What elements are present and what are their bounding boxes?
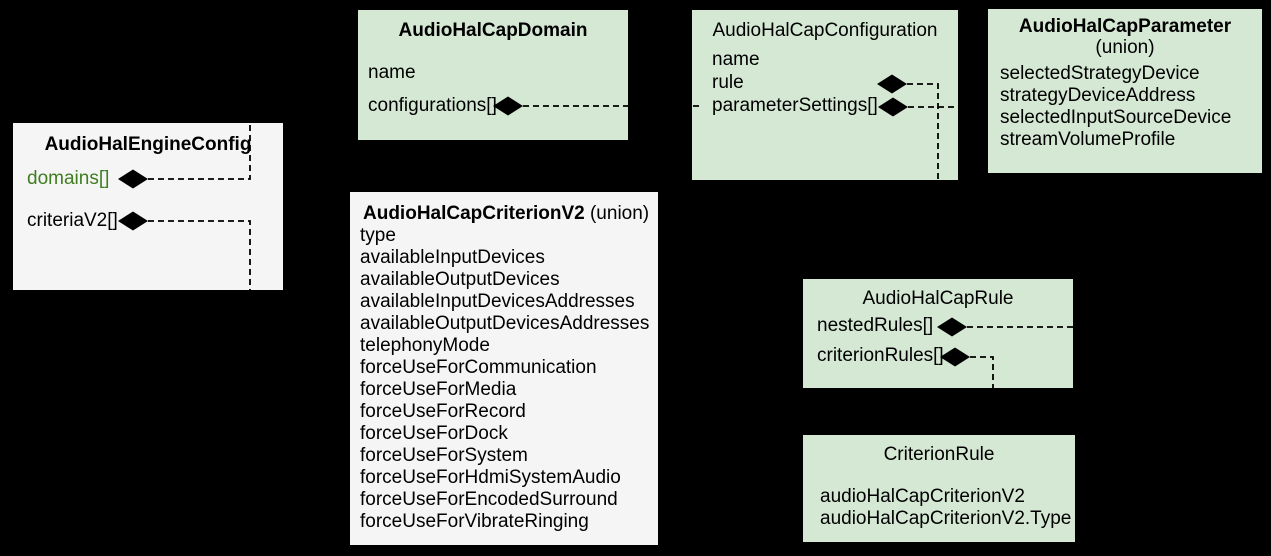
field-critv2-availableOutputDevices: availableOutputDevices [360, 269, 560, 290]
engine-title: AudioHalEngineConfig [44, 134, 252, 155]
field-critv2-forceUseForDock: forceUseForDock [360, 423, 508, 444]
class-box-cap-rule: AudioHalCapRule nestedRules[] criterionR… [803, 279, 1073, 388]
field-configurations: configurations[] [368, 95, 497, 116]
field-critv2-availableOutputDevicesAddresses: availableOutputDevicesAddresses [360, 313, 650, 334]
field-domain-name: name [368, 62, 416, 83]
field-param-3: streamVolumeProfile [1000, 129, 1176, 150]
field-critv2-forceUseForHdmiSystemAudio: forceUseForHdmiSystemAudio [360, 467, 621, 488]
critv2-title-name: AudioHalCapCriterionV2 [363, 203, 585, 224]
field-critv2-forceUseForEncodedSurround: forceUseForEncodedSurround [360, 489, 618, 510]
field-critv2-forceUseForCommunication: forceUseForCommunication [360, 357, 597, 378]
field-critv2-type: type [360, 225, 396, 246]
field-param-1: strategyDeviceAddress [1000, 85, 1196, 106]
field-critv2-forceUseForRecord: forceUseForRecord [360, 401, 526, 422]
field-critv2-telephonyMode: telephonyMode [360, 335, 490, 356]
critv2-title: AudioHalCapCriterionV2 (union) [363, 203, 649, 225]
rule-title: AudioHalCapRule [862, 288, 1014, 309]
class-box-cap-configuration: AudioHalCapConfiguration name rule param… [692, 10, 958, 180]
critrule-title: CriterionRule [883, 444, 995, 465]
field-config-name: name [712, 49, 760, 70]
field-critv2-availableInputDevicesAddresses: availableInputDevicesAddresses [360, 291, 635, 312]
class-box-criterion-rule: CriterionRule audioHalCapCriterionV2 aud… [803, 435, 1075, 542]
domain-title: AudioHalCapDomain [398, 20, 588, 41]
field-criterionRules: criterionRules[] [817, 345, 944, 366]
field-rule: rule [712, 72, 744, 93]
field-param-0: selectedStrategyDevice [1000, 63, 1200, 84]
field-critv2-availableInputDevices: availableInputDevices [360, 247, 545, 268]
param-title: AudioHalCapParameter [1018, 16, 1232, 37]
class-box-cap-domain: AudioHalCapDomain name configurations[] [358, 10, 628, 140]
field-param-2: selectedInputSourceDevice [1000, 107, 1232, 128]
class-box-cap-parameter: AudioHalCapParameter (union) selectedStr… [988, 9, 1262, 173]
field-parameterSettings: parameterSettings[] [712, 95, 878, 116]
field-critrule-1: audioHalCapCriterionV2.Type [820, 508, 1072, 529]
param-subtitle: (union) [1095, 37, 1155, 58]
field-critv2-forceUseForVibrateRinging: forceUseForVibrateRinging [360, 511, 589, 532]
class-box-engine-config: AudioHalEngineConfig domains[] criteriaV… [13, 123, 283, 290]
field-domains: domains[] [27, 168, 110, 189]
class-box-criterion-v2: AudioHalCapCriterionV2 (union) type avai… [350, 192, 658, 545]
field-critv2-forceUseForMedia: forceUseForMedia [360, 379, 517, 400]
field-criteriaV2: criteriaV2[] [27, 210, 118, 231]
field-nestedRules: nestedRules[] [817, 315, 934, 336]
critv2-title-suffix: (union) [589, 203, 650, 224]
config-title: AudioHalCapConfiguration [712, 20, 938, 41]
field-critv2-forceUseForSystem: forceUseForSystem [360, 445, 528, 466]
field-critrule-0: audioHalCapCriterionV2 [820, 486, 1025, 507]
